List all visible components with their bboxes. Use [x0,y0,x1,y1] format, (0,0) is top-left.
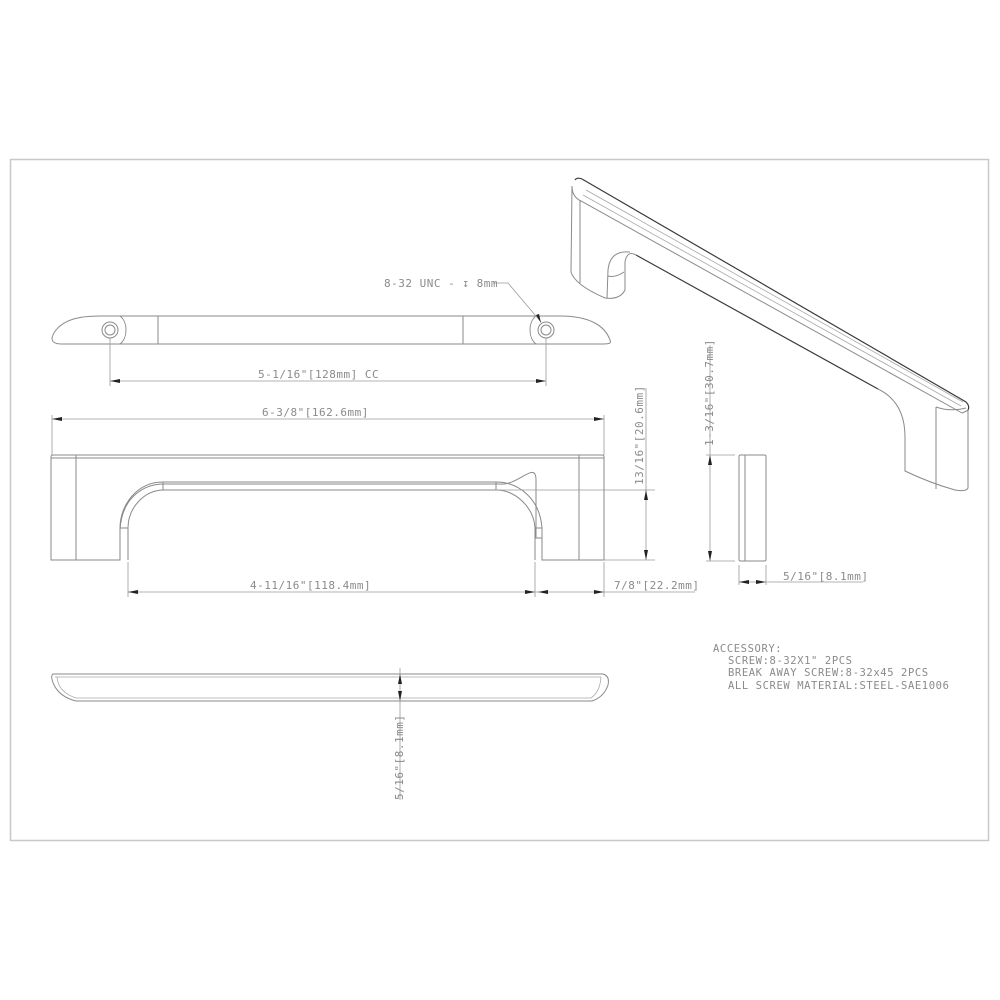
side-height-label: 1-3/16"[30.7mm] [703,339,716,446]
thread-callout: 8-32 UNC - ↧ 8mm [384,277,498,290]
mounting-hole-left [101,321,119,339]
overall-length-dimension: 6-3/8"[162.6mm] [51,406,605,455]
foot-length-label: 7/8"[22.2mm] [614,579,699,592]
accessory-note: ACCESSORY: SCREW:8-32X1" 2PCS BREAK AWAY… [713,643,950,692]
side-width-label: 5/16"[8.1mm] [783,570,868,583]
bottom-view [51,673,609,702]
overall-length-label: 6-3/8"[162.6mm] [262,406,369,419]
cc-dimension: 5-1/16"[128mm] CC [109,338,547,386]
accessory-line: BREAK AWAY SCREW:8-32x45 2PCS [728,667,929,679]
bottom-thickness-dimension: 5/16"[8.1mm] [393,668,406,800]
front-view [50,454,605,561]
cc-dimension-label: 5-1/16"[128mm] CC [258,368,379,381]
inner-length-label: 4-11/16"[118.4mm] [250,579,371,592]
isometric-view [570,177,970,492]
inner-length-dimension: 4-11/16"[118.4mm] [127,562,536,597]
accessory-line: SCREW:8-32X1" 2PCS [728,655,853,667]
mounting-hole-right [537,321,555,339]
foot-length-dimension: 7/8"[22.2mm] [535,562,699,597]
accessory-heading: ACCESSORY: [713,643,782,655]
side-height-dimension: 1-3/16"[30.7mm] [703,339,735,562]
front-height-dimension: 13/16"[20.6mm] [496,385,655,561]
side-width-dimension: 5/16"[8.1mm] [738,565,868,585]
top-view: 8-32 UNC - ↧ 8mm [51,277,611,345]
bottom-thickness-label: 5/16"[8.1mm] [393,715,406,800]
side-view [738,454,767,562]
drawing-frame [9,158,990,842]
accessory-line: ALL SCREW MATERIAL:STEEL-SAE1006 [728,680,950,692]
front-height-label: 13/16"[20.6mm] [633,385,646,485]
